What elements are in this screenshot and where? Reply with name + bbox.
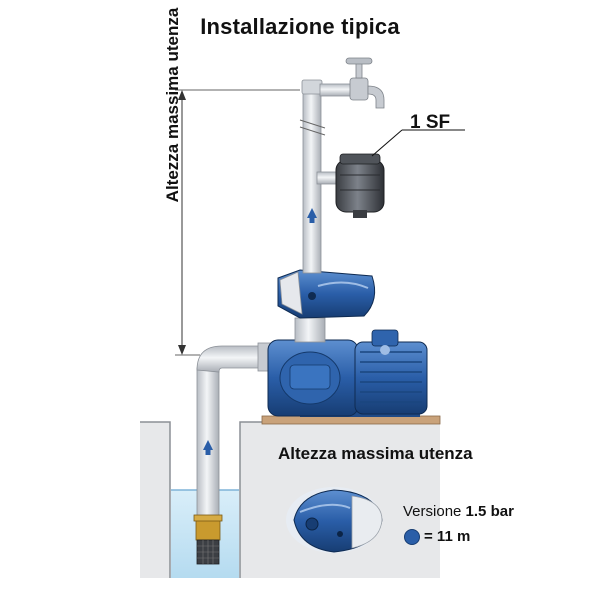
discharge-pipe — [299, 79, 353, 274]
faucet-icon — [345, 57, 385, 109]
flow-arrow-icon-upper — [307, 208, 317, 218]
jet-pump — [267, 317, 428, 417]
height-value: = 11 m — [424, 528, 471, 545]
foot-valve — [193, 514, 223, 565]
version-value: 1.5 bar — [465, 503, 514, 520]
base-plate — [261, 415, 441, 425]
blue-dot-icon — [404, 528, 420, 545]
pressure-controller — [277, 269, 376, 319]
vessel-label: 1 SF — [410, 112, 451, 133]
expansion-vessel — [335, 129, 465, 218]
version-prefix: Versione — [403, 503, 466, 520]
height-value-row: = 11 m — [404, 528, 470, 545]
version-text: Versione 1.5 bar — [403, 503, 514, 520]
pressure-controller-product-image — [286, 487, 383, 553]
vertical-height-label: Altezza massima utenza — [163, 7, 182, 203]
flow-arrow-icon — [203, 440, 213, 450]
height-dimension-line — [175, 89, 300, 356]
suction-pipe — [196, 342, 271, 521]
inset-heading: Altezza massima utenza — [278, 444, 473, 463]
page-title: Installazione tipica — [200, 14, 400, 39]
